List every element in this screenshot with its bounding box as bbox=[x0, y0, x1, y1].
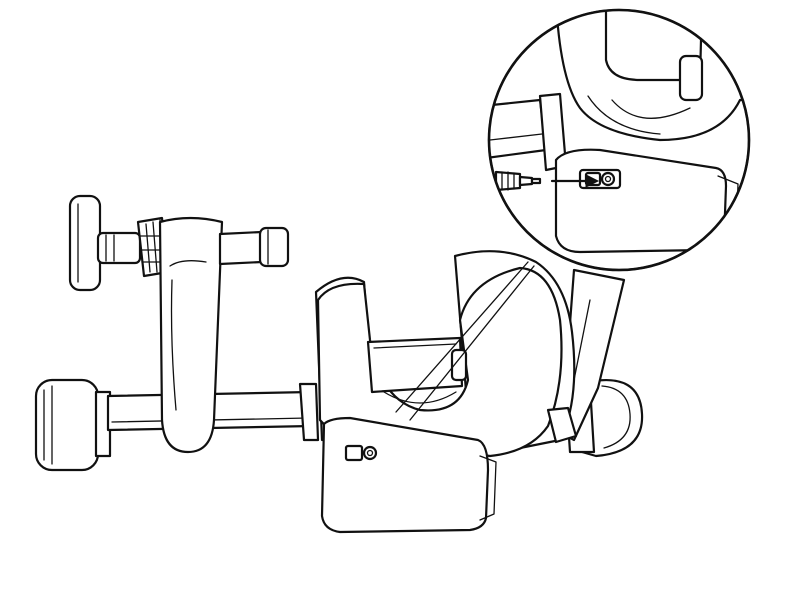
resistance-unit bbox=[298, 250, 578, 534]
arrow-icon bbox=[550, 174, 600, 188]
u-frame-arm bbox=[158, 216, 224, 454]
magnifier-leader-lines bbox=[395, 261, 535, 421]
port-socket-icon bbox=[344, 444, 364, 462]
callout-circle-outline bbox=[487, 8, 751, 272]
magnified-callout bbox=[487, 8, 751, 272]
led-indicator bbox=[362, 445, 378, 461]
led-indicator bbox=[600, 171, 616, 187]
left-foot-cap bbox=[34, 378, 112, 472]
axle-right-stub bbox=[218, 226, 290, 268]
roller-window bbox=[366, 336, 464, 394]
axle-knob bbox=[68, 194, 102, 292]
axle-knob-assembly bbox=[68, 194, 170, 292]
